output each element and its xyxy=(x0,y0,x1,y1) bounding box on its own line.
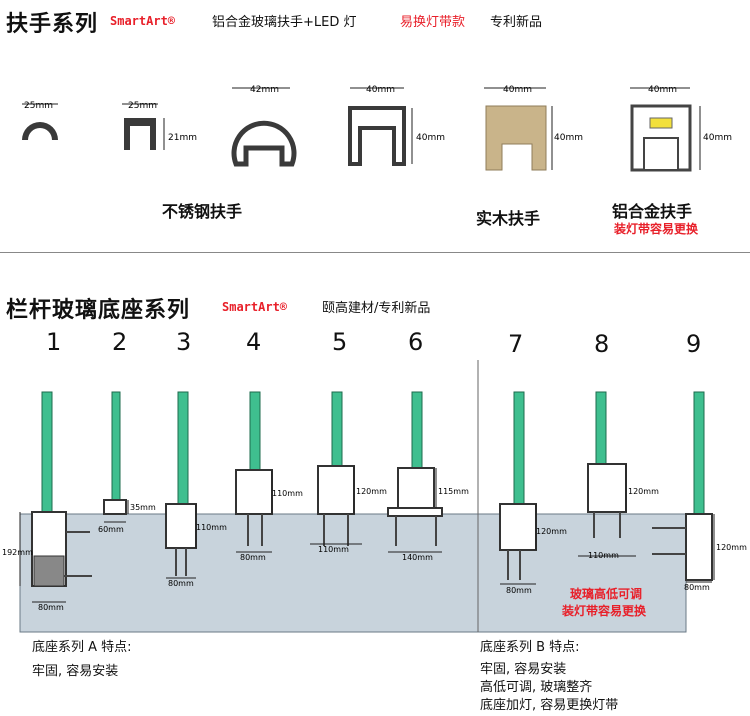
section1-highlight: 易换灯带款 xyxy=(400,15,466,30)
dim-h6: 115mm xyxy=(438,487,469,496)
base-number-1: 1 xyxy=(46,328,62,356)
base-number-8: 8 xyxy=(594,330,610,358)
base-number-7: 7 xyxy=(508,330,524,358)
series-a-line1: 牢固, 容易安装 xyxy=(32,664,119,679)
dim-w3: 80mm xyxy=(168,579,194,588)
dim-d4b: 40mm xyxy=(416,133,445,143)
profile-square-25: 25mm 21mm xyxy=(122,101,197,150)
dim-d2b: 21mm xyxy=(168,133,197,143)
dim-d2a: 25mm xyxy=(128,101,157,111)
dim-d5b: 40mm xyxy=(554,133,583,143)
label-aluminium: 铝合金扶手 xyxy=(612,202,693,221)
base-5: 120mm 110mm xyxy=(310,391,387,554)
dim-d6a: 40mm xyxy=(648,85,677,95)
dim-w5: 110mm xyxy=(318,545,349,554)
dim-w2: 60mm xyxy=(98,525,124,534)
label-wood: 实木扶手 xyxy=(476,209,541,228)
series-b-title: 底座系列 B 特点: xyxy=(480,640,580,655)
dim-h3: 110mm xyxy=(196,523,227,532)
section1-title: 扶手系列 xyxy=(6,12,99,37)
base-7: 120mm 80mm xyxy=(499,391,567,595)
dim-w4: 80mm xyxy=(240,553,266,562)
dim-h8: 120mm xyxy=(628,487,659,496)
base-number-6: 6 xyxy=(408,328,424,356)
floor-slab xyxy=(19,513,687,633)
label-stainless: 不锈钢扶手 xyxy=(162,202,243,221)
profile-aluminium-led: 40mm 40mm xyxy=(630,85,732,172)
note-adjustable: 玻璃高低可调 xyxy=(570,586,642,601)
dim-h7: 120mm xyxy=(536,527,567,536)
base-2: 60mm 35mm xyxy=(98,391,156,534)
base-6: 115mm 140mm xyxy=(387,391,469,562)
base-number-3: 3 xyxy=(176,328,192,356)
dim-h4: 110mm xyxy=(272,489,303,498)
dim-h9: 120mm xyxy=(716,543,747,552)
base-number-9: 9 xyxy=(686,330,702,358)
dim-d1: 25mm xyxy=(24,101,53,111)
handrail-profiles: 25mm 25mm 21mm 42mm 40mm 40mm 40mm 40mm … xyxy=(22,85,732,172)
dim-d4a: 40mm xyxy=(366,85,395,95)
base-4: 110mm 80mm xyxy=(235,391,303,562)
profile-round-42: 42mm xyxy=(231,85,297,167)
dim-h5: 120mm xyxy=(356,487,387,496)
brand-logo-1: SmartArt® xyxy=(110,14,176,28)
series-b-line2: 高低可调, 玻璃整齐 xyxy=(480,680,593,695)
section-divider xyxy=(0,252,750,253)
section1-subtitle: 铝合金玻璃扶手+LED 灯 xyxy=(212,15,357,30)
section2-title: 栏杆玻璃底座系列 xyxy=(6,298,191,323)
dim-w8: 110mm xyxy=(588,551,619,560)
dim-d5a: 40mm xyxy=(503,85,532,95)
base-number-2: 2 xyxy=(112,328,128,356)
label-aluminium-note: 装灯带容易更换 xyxy=(614,222,699,236)
series-b-line1: 牢固, 容易安装 xyxy=(480,662,567,677)
dim-h1: 192mm xyxy=(2,548,33,557)
brand-logo-2: SmartArt® xyxy=(222,300,288,314)
section2-subtitle: 颐高建材/专利新品 xyxy=(322,301,431,316)
profile-round-25: 25mm xyxy=(22,101,58,140)
series-a-title: 底座系列 A 特点: xyxy=(32,640,132,655)
base-1: 192mm 80mm xyxy=(2,391,92,612)
section1-tail: 专利新品 xyxy=(490,15,543,30)
dim-w1: 80mm xyxy=(38,603,64,612)
base-9: 120mm 80mm xyxy=(652,391,747,592)
dim-w7: 80mm xyxy=(506,586,532,595)
dim-w9: 80mm xyxy=(684,583,710,592)
dim-d3: 42mm xyxy=(250,85,279,95)
base-3: 110mm 80mm xyxy=(165,391,227,588)
profile-wood: 40mm 40mm xyxy=(484,85,583,171)
base-8: 120mm 110mm xyxy=(578,391,659,560)
dim-w6: 140mm xyxy=(402,553,433,562)
dim-d6b: 40mm xyxy=(703,133,732,143)
base-diagrams: 192mm 80mm 60mm 35mm 110mm 80mm 110mm 80… xyxy=(2,360,747,633)
profile-square-40: 40mm 40mm xyxy=(348,85,445,166)
base-number-4: 4 xyxy=(246,328,262,356)
note-led-replace: 装灯带容易更换 xyxy=(561,603,647,618)
base-number-5: 5 xyxy=(332,328,348,356)
series-b-line3: 底座加灯, 容易更换灯带 xyxy=(480,698,619,713)
dim-h2: 35mm xyxy=(130,503,156,512)
